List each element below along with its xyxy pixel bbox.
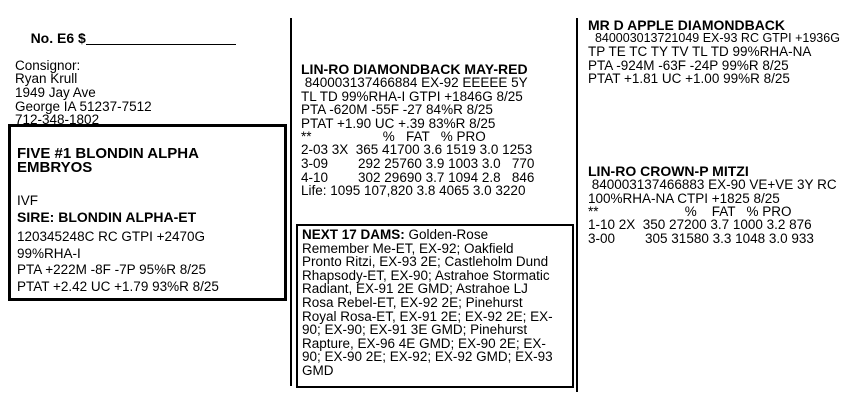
dam-record-row: 2-03 3X 365 41700 3.6 1519 3.0 1253 xyxy=(301,142,533,158)
sire-detail-line: 120345248C RC GTPI +2470G xyxy=(17,229,205,244)
offer-box: FIVE #1 BLONDIN ALPHA EMBRYOS IVF SIRE: … xyxy=(8,124,287,301)
next-dams-line: Golden-Rose xyxy=(404,227,489,242)
dam-line: PTA -620M -55F -27 84%R 8/25 xyxy=(301,102,493,118)
sire-name: BLONDIN ALPHA-ET xyxy=(58,209,197,225)
dam-record-row: Life: 1095 107,820 3.8 4065 3.0 3220 xyxy=(301,183,526,199)
granddam-line: 840003137466883 EX-90 VE+VE 3Y RC xyxy=(588,177,837,192)
price-currency: $ xyxy=(78,29,86,46)
granddam-section: LIN-RO CROWN-P MITZI 840003137466883 EX-… xyxy=(588,164,837,245)
grandsire-line: PTAT +1.81 UC +1.00 99%R 8/25 xyxy=(588,71,790,87)
dam-record-row: 4-10 302 29690 3.7 1094 2.8 846 xyxy=(301,169,535,185)
price-blank-line[interactable] xyxy=(85,32,236,46)
grandsire-section: MR D APPLE DIAMONDBACK 840003013721049 E… xyxy=(588,18,840,86)
next-dams-line: Rapture, EX-96 4E GMD; EX-90 2E; EX- xyxy=(302,335,546,351)
dam-section: LIN-RO DIAMONDBACK MAY-RED 8400031374668… xyxy=(301,62,534,198)
sire-detail-line: 99%RHA-I xyxy=(17,245,81,261)
lot-number: No. E6 xyxy=(30,29,75,46)
dam-line: TL TD 99%RHA-I GTPI +1846G 8/25 xyxy=(301,88,523,104)
granddam-name: LIN-RO CROWN-P MITZI xyxy=(588,163,749,179)
next-dams-first-line: NEXT 17 DAMS: Golden-Rose xyxy=(302,228,553,242)
sire-detail-line: PTAT +2.42 UC +1.79 93%R 8/25 xyxy=(17,278,219,294)
grandsire-line: PTA -924M -63F -24P 99%R 8/25 xyxy=(588,57,789,73)
next-dams-line: GMD xyxy=(302,362,334,378)
granddam-table-header: ** % FAT % PRO xyxy=(588,204,792,220)
ivf-label: IVF xyxy=(17,193,39,208)
granddam-record-row: 1-10 2X 350 27200 3.7 1000 3.2 876 xyxy=(588,217,812,233)
next-dams-line: 90; EX-90; EX-91 3E GMD; Pinehurst xyxy=(302,322,528,338)
dam-line: 840003137466884 EX-92 EEEEE 5Y xyxy=(301,75,528,90)
consignor-line: George IA 51237-7512 xyxy=(15,98,152,114)
next-dams-line: 90; EX-90 2E; EX-92; EX-92 GMD; EX-93 xyxy=(302,349,553,365)
grandsire-name: MR D APPLE DIAMONDBACK xyxy=(588,17,786,33)
granddam-line: 100%RHA-NA CTPI +1825 8/25 xyxy=(588,190,780,206)
consignor-line: 1949 Jay Ave xyxy=(15,84,96,100)
sire-label: SIRE: xyxy=(17,209,55,225)
dam-line: PTAT +1.90 UC +.39 83%R 8/25 xyxy=(301,115,496,131)
consignor-line: 712-348-1802 xyxy=(15,112,100,128)
dam-table-header: ** % FAT % PRO xyxy=(301,129,486,145)
next-dams-line: Royal Rosa-ET, EX-91 2E; EX-92 2E; EX- xyxy=(302,308,553,324)
dam-name: LIN-RO DIAMONDBACK MAY-RED xyxy=(301,61,528,77)
sire-detail-line: PTA +222M -8F -7P 95%R 8/25 xyxy=(17,262,206,277)
consignor-line: Ryan Krull xyxy=(15,71,78,87)
next-dams-line: Rosa Rebel-ET, EX-92 2E; Pinehurst xyxy=(302,294,523,310)
next-dams-box: NEXT 17 DAMS: Golden-Rose Remember Me-ET… xyxy=(296,224,574,388)
dam-record-row: 3-09 292 25760 3.9 1003 3.0 770 xyxy=(301,155,535,171)
next-dams-line: Rhapsody-ET, EX-90; Astrahoe Stormatic xyxy=(302,267,550,283)
sire-heading: SIRE: BLONDIN ALPHA-ET xyxy=(17,209,197,225)
offer-title-line: EMBRYOS xyxy=(17,159,93,176)
next-dams-line: Pronto Ritzi, EX-93 2E; Castleholm Dund xyxy=(302,254,549,270)
offer-title-line: FIVE #1 BLONDIN ALPHA xyxy=(17,145,199,162)
column-divider-right xyxy=(576,18,578,392)
column-divider-left xyxy=(290,18,292,386)
next-dams-label: NEXT 17 DAMS: xyxy=(302,227,405,242)
next-dams-line: Radiant, EX-91 2E GMD; Astrahoe LJ xyxy=(302,281,528,297)
lot-header: No. E6 $ Consignor: Ryan Krull 1949 Jay … xyxy=(15,18,236,127)
consignor-label: Consignor: xyxy=(15,57,81,73)
grandsire-line: 840003013721049 EX-93 RC GTPI +1936G xyxy=(588,31,840,45)
grandsire-line: TP TE TC TY TV TL TD 99%RHA-NA xyxy=(588,44,812,59)
granddam-record-row: 3-00 305 31580 3.3 1048 3.0 933 xyxy=(588,230,814,246)
next-dams-line: Remember Me-ET, EX-92; Oakfield xyxy=(302,240,514,256)
